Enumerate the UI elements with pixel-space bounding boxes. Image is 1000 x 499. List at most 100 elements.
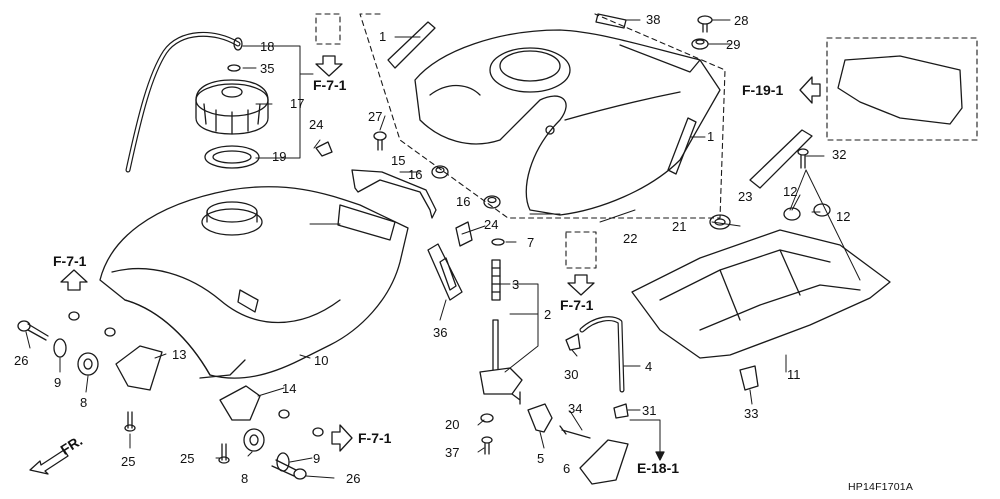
ref-arrow-f71-mid xyxy=(567,274,595,296)
rubber-cushion-12-right xyxy=(813,203,831,217)
callout-33: 33 xyxy=(744,406,759,421)
spacer-parts-left xyxy=(68,311,116,337)
ref-label-f71-top: F-7-1 xyxy=(313,77,347,93)
callout-16a: 16 xyxy=(408,167,423,182)
callout-8a: 8 xyxy=(80,395,88,410)
grommet-16-lower xyxy=(483,195,501,209)
tank-mounting-frame xyxy=(631,229,891,359)
callout-24b: 24 xyxy=(484,217,499,232)
callout-29: 29 xyxy=(726,37,741,52)
callout-19: 19 xyxy=(272,149,287,164)
callout-1a: 1 xyxy=(379,29,387,44)
callout-10: 10 xyxy=(314,353,329,368)
callout-25b: 25 xyxy=(180,451,195,466)
callout-26b: 26 xyxy=(346,471,361,486)
heat-guard-dashed-box xyxy=(826,37,978,141)
ref-arrow-f71-top xyxy=(315,55,343,77)
hose-clip xyxy=(227,64,241,72)
hose-end xyxy=(233,37,243,51)
bolt-25-right xyxy=(218,443,230,464)
ref-label-f71-right: F-7-1 xyxy=(358,430,392,446)
cushion-8-left xyxy=(77,352,99,376)
callout-3: 3 xyxy=(512,277,520,292)
fuel-tube-4 xyxy=(579,316,625,393)
callout-12b: 12 xyxy=(836,209,851,224)
front-direction-arrow xyxy=(29,449,69,475)
callout-20: 20 xyxy=(445,417,460,432)
callout-23: 23 xyxy=(738,189,753,204)
tank-stay-15 xyxy=(351,169,437,219)
clip-dashed-box-mid xyxy=(565,231,597,269)
callout-14: 14 xyxy=(282,381,297,396)
callout-34: 34 xyxy=(568,401,583,416)
ref-arrow-f71-left xyxy=(60,269,88,291)
callout-21: 21 xyxy=(672,219,687,234)
callout-7: 7 xyxy=(527,235,535,250)
washer-9-left xyxy=(53,338,67,358)
mount-bolt-26-right xyxy=(271,459,307,480)
fuel-filler-cap xyxy=(195,79,269,135)
rubber-cushion-12-left xyxy=(783,207,801,221)
seal-strip-38 xyxy=(595,13,627,29)
callout-35: 35 xyxy=(260,61,275,76)
callout-15: 15 xyxy=(391,153,406,168)
bolt-28 xyxy=(697,15,713,33)
callout-1b: 1 xyxy=(707,129,715,144)
callout-30: 30 xyxy=(564,367,579,382)
callout-5: 5 xyxy=(537,451,545,466)
callout-11: 11 xyxy=(787,367,801,382)
callout-16b: 16 xyxy=(456,194,471,209)
spacer-parts-right xyxy=(278,409,324,437)
clip-24-lower xyxy=(455,221,473,247)
callout-31: 31 xyxy=(642,403,657,418)
clip-dashed-box-top xyxy=(315,13,341,45)
ref-arrow-e181 xyxy=(655,451,665,461)
ref-arrow-f71-right xyxy=(331,424,353,452)
grommet-29 xyxy=(691,38,709,50)
bracket-13 xyxy=(115,345,163,391)
callout-9b: 9 xyxy=(313,451,321,466)
bolt-32 xyxy=(797,148,809,169)
bolt-27 xyxy=(373,131,387,151)
ref-label-f191: F-19-1 xyxy=(742,82,784,98)
cover-assembly-dashed-frame xyxy=(359,13,726,219)
seal-strip-lower xyxy=(667,117,697,175)
cushion-8-right xyxy=(243,428,265,452)
fuel-tank-cover xyxy=(414,29,721,216)
washer-7 xyxy=(491,238,505,246)
callout-28: 28 xyxy=(734,13,749,28)
callout-18: 18 xyxy=(260,39,275,54)
o-ring-20 xyxy=(480,413,494,423)
heat-guard-plate xyxy=(837,55,963,125)
callout-24a: 24 xyxy=(309,117,324,132)
callout-2: 2 xyxy=(544,307,552,322)
callout-25a: 25 xyxy=(121,454,136,469)
callout-9a: 9 xyxy=(54,375,62,390)
filler-cap-gasket xyxy=(204,145,260,169)
grommet-16-upper xyxy=(431,165,449,179)
callout-8b: 8 xyxy=(241,471,249,486)
screw-34 xyxy=(559,425,591,439)
ref-arrow-f191 xyxy=(799,76,821,104)
tube-clip-30 xyxy=(565,333,581,351)
clip-24-upper xyxy=(315,141,333,157)
callout-26a: 26 xyxy=(14,353,29,368)
callout-37: 37 xyxy=(445,445,460,460)
valve-lever-5 xyxy=(527,403,553,433)
diagram-code: HP14F1701A xyxy=(848,481,914,493)
callout-32: 32 xyxy=(832,147,847,162)
tank-band-36 xyxy=(427,243,463,301)
callout-38: 38 xyxy=(646,12,661,27)
leader-lines xyxy=(25,19,861,479)
callout-22: 22 xyxy=(623,231,638,246)
fuel-valve-assembly xyxy=(479,259,523,405)
seal-strip-23 xyxy=(749,129,813,189)
screw-37 xyxy=(481,436,493,455)
bracket-14 xyxy=(219,385,261,421)
callout-12a: 12 xyxy=(783,184,798,199)
callout-4: 4 xyxy=(645,359,653,374)
callout-6: 6 xyxy=(563,461,571,476)
callout-13: 13 xyxy=(172,347,187,362)
valve-plate-6 xyxy=(579,439,629,485)
